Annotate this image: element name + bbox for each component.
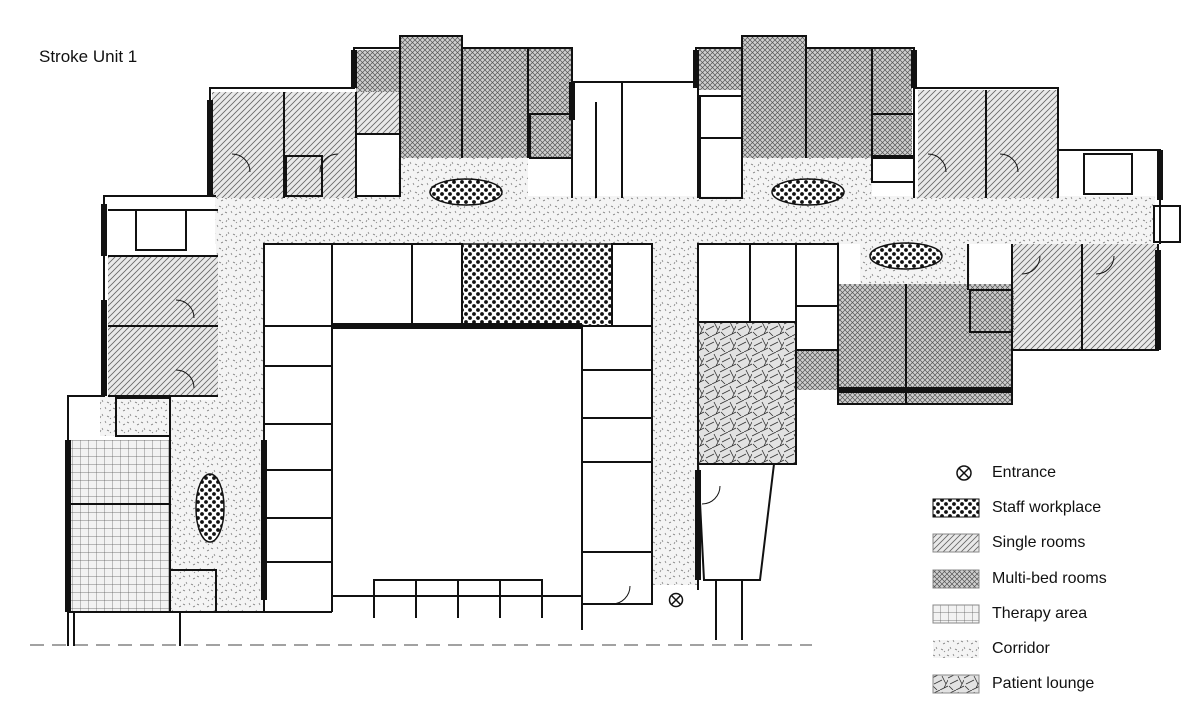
legend-item-patient-lounge: Patient lounge	[932, 667, 1192, 702]
staff-workplace-swatch	[932, 498, 980, 518]
legend-label: Staff workplace	[992, 498, 1102, 516]
single-rooms-swatch	[932, 533, 980, 553]
staff-workplace	[195, 178, 943, 543]
wall-accents	[65, 50, 1163, 612]
entrance-icon	[668, 592, 684, 608]
door-swings	[175, 153, 1115, 605]
legend-item-entrance: Entrance	[932, 455, 1192, 490]
patient-lounge	[697, 321, 797, 465]
single-rooms	[108, 90, 1158, 396]
legend-label: Corridor	[992, 640, 1050, 658]
therapy-area	[68, 440, 172, 612]
corridor-swatch	[932, 639, 980, 659]
plan-title: Stroke Unit 1	[39, 47, 138, 66]
patient-lounge-swatch	[932, 674, 980, 694]
legend-item-staff-workplace: Staff workplace	[932, 490, 1192, 525]
legend-item-therapy-area: Therapy area	[932, 596, 1192, 631]
legend-label: Multi-bed rooms	[992, 569, 1107, 587]
legend-label: Entrance	[992, 463, 1057, 481]
legend-item-corridor: Corridor	[932, 631, 1192, 666]
legend-label: Patient lounge	[992, 675, 1095, 693]
legend-item-single-rooms: Single rooms	[932, 526, 1192, 561]
multi-bed-rooms-swatch	[932, 569, 980, 589]
corridor-areas	[100, 158, 1155, 612]
legend-label: Single rooms	[992, 534, 1086, 552]
multi-bed-rooms	[356, 36, 1014, 404]
therapy-area-swatch	[932, 604, 980, 624]
legend-label: Therapy area	[992, 604, 1088, 622]
entrance-icon	[932, 463, 980, 483]
legend: Entrance Staff workplace Single rooms Mu…	[932, 455, 1192, 702]
legend-item-multi-bed-rooms: Multi-bed rooms	[932, 561, 1192, 596]
